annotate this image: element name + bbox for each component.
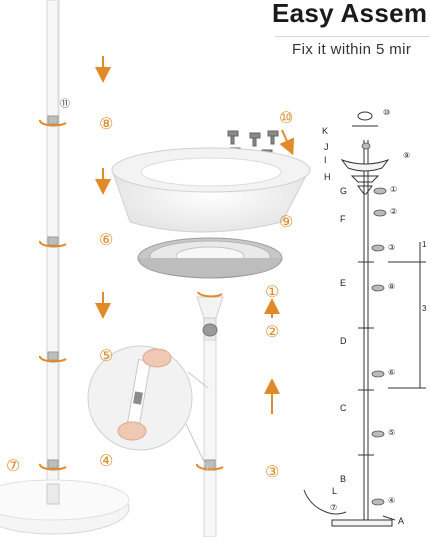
glass-shade [111, 147, 311, 233]
part-label-g: G [340, 186, 348, 196]
step-1-marker: ① [265, 282, 280, 301]
left-pole-rotation-arrows [38, 119, 67, 471]
step-8-marker: ⑧ [99, 114, 114, 133]
right-lamp-pole [196, 296, 224, 537]
part-label-h: H [324, 172, 331, 182]
part-label-c: C [340, 403, 347, 413]
part-label-j: J [324, 142, 329, 152]
part-label-k: K [322, 126, 329, 136]
step-3-marker: ③ [265, 462, 280, 481]
part-label-i: I [324, 155, 327, 165]
dimension-label-3: 3 [422, 304, 427, 313]
part-label-b: B [340, 474, 347, 484]
step-7-marker: ⑦ [6, 456, 21, 475]
diagram-marker-6: ⑥ [388, 368, 396, 377]
exploded-diagram [303, 111, 426, 527]
diagram-marker-5: ⑤ [388, 428, 396, 437]
page-subtitle: Fix it within 5 mir [292, 41, 412, 58]
page-title: Easy Assem [272, 0, 428, 28]
diagram-marker-8: ⑧ [388, 282, 396, 291]
diagram-connector-icons [361, 142, 387, 506]
diagram-marker-2: ② [390, 207, 398, 216]
step-4-marker: ④ [99, 451, 114, 470]
diagram-marker-4: ④ [388, 496, 396, 505]
diagram-marker-9: ⑨ [403, 151, 411, 160]
title-divider [275, 36, 430, 37]
step-5-marker: ⑤ [99, 346, 114, 365]
zoom-callout [87, 345, 209, 471]
diagram-marker-3: ③ [388, 243, 396, 252]
diagram-marker-10: ⑩ [383, 108, 391, 117]
left-pole-joints [47, 115, 59, 469]
step-9-marker: ⑨ [279, 212, 294, 231]
dimension-label-1: 1 [422, 240, 427, 249]
part-label-a: A [398, 516, 405, 526]
reflector-dish [137, 237, 283, 279]
diagram-marker-1: ① [390, 185, 398, 194]
part-label-f: F [340, 214, 346, 224]
diagram-marker-7: ⑦ [330, 503, 338, 512]
step-2-marker: ② [265, 322, 280, 341]
svg-text:⑪: ⑪ [60, 98, 70, 110]
part-label-l: L [332, 486, 338, 496]
step-10-marker: ⑩ [279, 108, 294, 127]
right-pole-rotation-arrows [195, 291, 224, 471]
part-label-d: D [340, 336, 347, 346]
step-6-marker: ⑥ [99, 230, 114, 249]
part-label-e: E [340, 278, 347, 288]
